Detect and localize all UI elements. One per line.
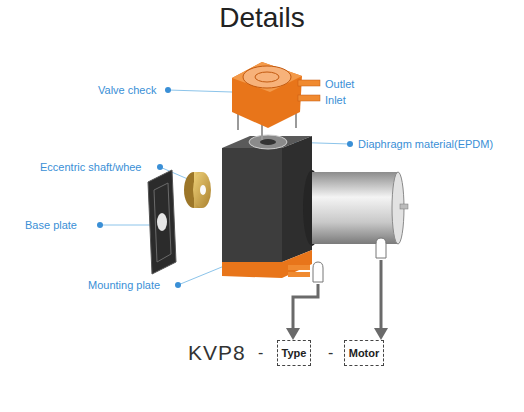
option-text: Motor (349, 347, 380, 359)
eccentric-wheel (193, 172, 211, 208)
separator: - (328, 342, 333, 363)
motor (312, 172, 398, 244)
callout-dot (157, 164, 163, 170)
pointer-hand (313, 238, 386, 282)
valve-check (232, 62, 302, 92)
pump-body (222, 148, 282, 262)
port-label: Inlet (325, 93, 346, 107)
valve-check (255, 72, 279, 82)
option-box: Motor (344, 340, 384, 366)
part-label: Mounting plate (88, 278, 160, 292)
mounting-plate (222, 250, 312, 278)
model-code: KVP8 (188, 339, 246, 366)
part-label: Diaphragm material(EPDM) (358, 137, 493, 151)
base-plate (154, 183, 171, 262)
part-label: Valve check (98, 83, 157, 97)
eccentric-wheel (184, 172, 211, 208)
mounting-plate (288, 272, 310, 277)
callout-dot (97, 222, 103, 228)
valve-check (232, 62, 320, 140)
pointer-arrow (286, 328, 300, 340)
callout-dot (165, 87, 171, 93)
port-label: Outlet (325, 77, 354, 91)
valve-check (298, 80, 320, 86)
part-label: Base plate (25, 218, 77, 232)
pointer-arrow (374, 328, 388, 340)
eccentric-wheel (200, 185, 206, 195)
option-text: Type (282, 347, 307, 359)
callout-dot (347, 141, 353, 147)
base-plate (148, 170, 176, 274)
pointer-arrow (380, 260, 383, 330)
separator: - (258, 342, 263, 363)
valve-check (232, 62, 302, 128)
callout-dot (97, 87, 353, 288)
callout-dot (175, 282, 181, 288)
pump-body (222, 135, 312, 262)
mounting-plate (222, 250, 312, 278)
base-plate (148, 170, 176, 274)
leader-line (168, 90, 232, 92)
pointer-arrow (293, 284, 318, 330)
leader-line (100, 225, 152, 226)
pointer-arrow (286, 260, 388, 340)
valve-check (298, 95, 320, 101)
mounting-plate (288, 265, 310, 270)
valve-check (261, 124, 263, 140)
base-plate (157, 213, 167, 231)
part-label: Eccentric shaft/whee (40, 160, 142, 174)
title: Details (0, 2, 524, 34)
motor (303, 170, 408, 246)
option-box: Type (277, 340, 311, 366)
valve-check (243, 66, 291, 88)
pump-body (249, 135, 287, 149)
motor (400, 204, 408, 209)
pointer-hand (376, 238, 386, 258)
pointer-hand (313, 262, 323, 282)
